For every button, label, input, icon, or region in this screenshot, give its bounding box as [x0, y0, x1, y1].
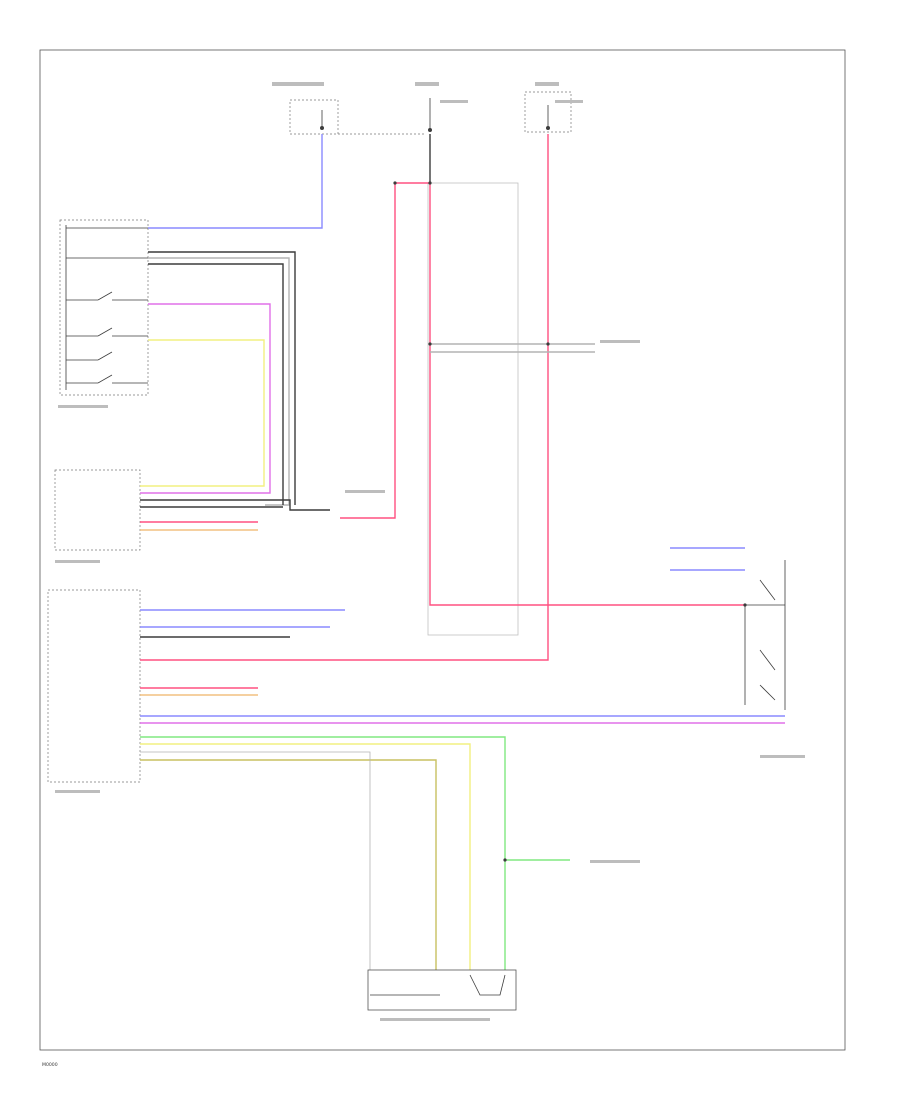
relay-enclosure — [427, 182, 519, 636]
fuse-box-right — [524, 91, 572, 133]
illegible-labels — [55, 82, 805, 1021]
seat-module-lower — [47, 589, 141, 783]
memory-seat-switch — [59, 219, 149, 396]
bottom-pedal-switch — [367, 969, 517, 1011]
fuse-box-left — [289, 99, 339, 135]
connector-dots — [393, 181, 747, 862]
right-switch-group — [745, 560, 786, 710]
wire-blue-top — [148, 134, 323, 229]
wire-red-left — [340, 183, 396, 519]
seat-module-upper — [54, 469, 141, 551]
wire-red-right — [140, 134, 549, 661]
wire-tan-long — [140, 759, 437, 970]
wire-magenta — [140, 303, 271, 494]
wire-gray-1 — [148, 257, 290, 506]
wire-black-2 — [148, 263, 284, 505]
diagram-frame — [39, 49, 846, 1051]
wire-red-center — [429, 183, 745, 606]
wire-black-module — [140, 499, 330, 511]
wire-yellow-long — [140, 743, 471, 970]
wire-green-long — [140, 736, 506, 970]
fuse-box-center — [338, 98, 432, 135]
wire-yellow — [140, 339, 265, 487]
wire-gray-long — [140, 751, 371, 970]
footer-code: M0000 — [42, 1062, 58, 1068]
wire-black-1 — [148, 251, 296, 505]
